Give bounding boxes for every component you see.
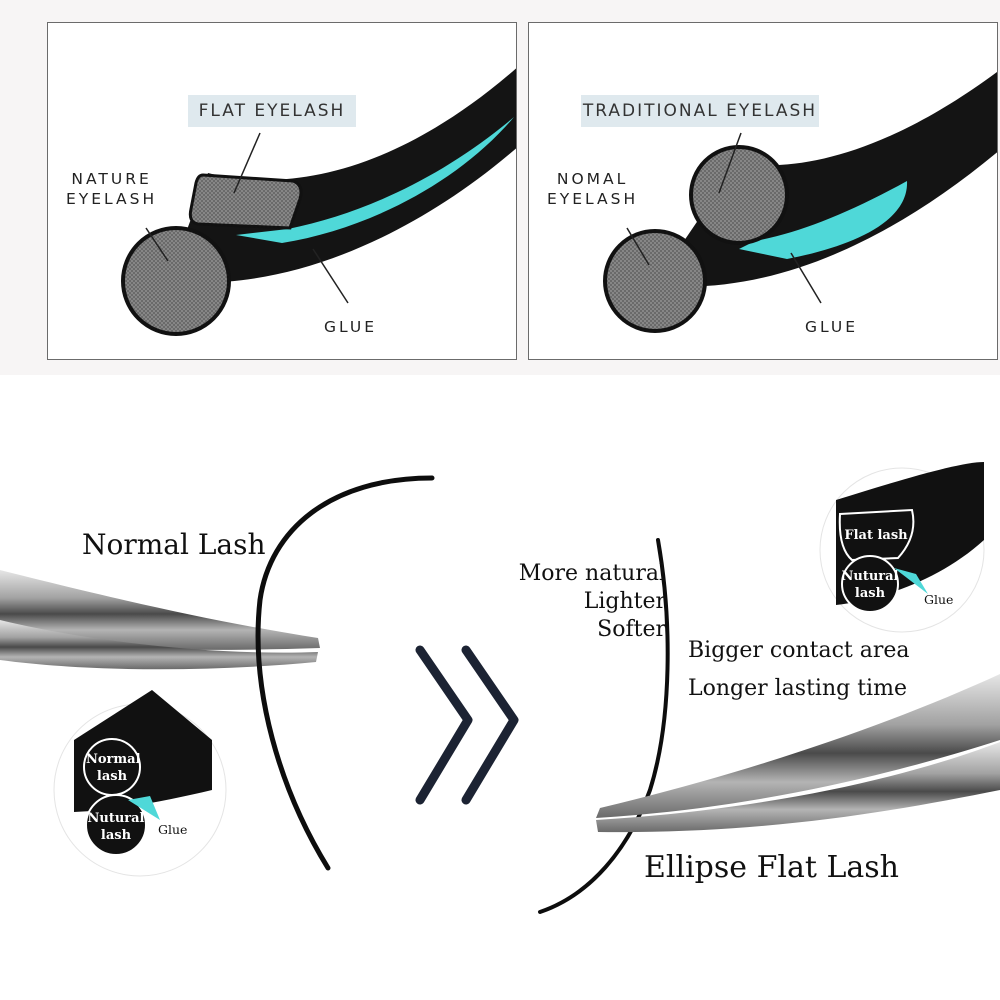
benefits-left: More natural Lighter Softer <box>480 560 666 644</box>
normal-lash-title: Normal Lash <box>82 528 266 561</box>
glue-strip <box>739 181 908 259</box>
lash-band <box>168 68 516 283</box>
natural-lash-circle <box>85 794 147 856</box>
normal-lash-inset-lower: Nutural lash <box>87 811 145 843</box>
normal-inset-glue-label: Glue <box>158 822 188 837</box>
benefit-lasting-time: Longer lasting time <box>688 676 907 701</box>
glue-label: GLUE <box>805 318 859 336</box>
normal-lash-inset-upper: Normal lash <box>86 752 141 784</box>
flat-lash-title: Ellipse Flat Lash <box>644 850 899 885</box>
flat-lash-inset-upper: Flat lash <box>844 528 908 543</box>
flat-inset-glue-label: Glue <box>924 592 954 607</box>
flat-lash-shape <box>838 508 915 562</box>
natural-hair-cross-section <box>603 229 707 333</box>
glue-strip <box>128 796 160 820</box>
double-chevron-right-icon <box>415 645 519 805</box>
glue-strip <box>894 568 928 594</box>
glue-pointer <box>790 252 822 304</box>
flat-eyelash-panel: FLAT EYELASH NATURE EYELASH GLUE <box>47 22 517 360</box>
traditional-eyelash-diagram <box>603 71 997 333</box>
normal-lash-curve <box>255 475 435 871</box>
tweezers-icon <box>0 570 320 670</box>
glue-label: GLUE <box>324 318 378 336</box>
glue-pointer <box>312 248 349 304</box>
traditional-eyelash-panel: TRADITIONAL EYELASH NOMAL EYELASH GLUE <box>528 22 998 360</box>
flat-tag-pointer <box>233 132 261 194</box>
flat-lash-inset-lower: Nutural lash <box>841 569 899 601</box>
benefits-right: Bigger contact area Longer lasting time <box>688 632 910 708</box>
flat-lash-inset <box>819 462 985 633</box>
benefit-softer: Softer <box>597 617 666 642</box>
flat-lash-curve <box>538 538 670 914</box>
tweezers-icon <box>596 674 1000 833</box>
traditional-hair-cross-section <box>689 145 789 245</box>
normal-label-pointer <box>626 227 650 266</box>
natural-hair-cross-section <box>121 226 231 336</box>
benefit-contact-area: Bigger contact area <box>688 638 910 663</box>
flat-eyelash-tag: FLAT EYELASH <box>188 95 356 127</box>
traditional-eyelash-tag: TRADITIONAL EYELASH <box>581 95 819 127</box>
natural-eyelash-label: NATURE EYELASH <box>66 170 158 208</box>
natural-lash-circle <box>841 555 899 613</box>
benefit-more-natural: More natural <box>518 561 666 586</box>
natural-label-pointer <box>145 227 169 262</box>
traditional-tag-pointer <box>718 132 742 194</box>
flat-eyelash-diagram <box>121 68 516 336</box>
benefit-lighter: Lighter <box>583 589 666 614</box>
normal-lash-inset <box>53 690 227 877</box>
flat-hair-cross-section <box>188 173 303 230</box>
normal-eyelash-label: NOMAL EYELASH <box>547 170 639 208</box>
